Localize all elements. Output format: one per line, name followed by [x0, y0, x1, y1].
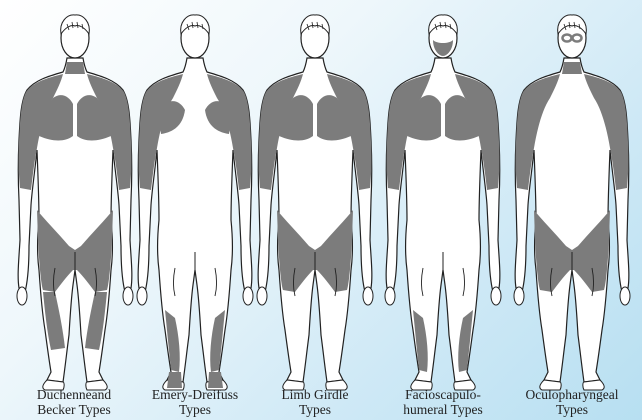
left-hand	[257, 287, 267, 305]
figure-oculopharyngeal	[514, 15, 630, 390]
left-hand	[137, 287, 147, 305]
caption-emery-dreifuss: Emery-Dreifuss Types	[131, 387, 259, 417]
neck-region	[65, 62, 85, 74]
right-hand	[243, 287, 253, 305]
caption-oculopharyngeal-line2: Types	[508, 402, 636, 417]
neck-region	[562, 62, 582, 74]
caption-emery-line2: Types	[131, 402, 259, 417]
figure-emery	[137, 15, 253, 390]
left-foot-region	[167, 372, 182, 388]
caption-duchenne-line2: Becker Types	[10, 402, 138, 417]
caption-oculopharyngeal: Oculopharyngeal Types	[508, 387, 636, 417]
caption-facioscapulohumeral: Facioscapulo- humeral Types	[379, 387, 507, 417]
caption-limb-girdle-line2: Types	[251, 402, 379, 417]
figure-facioscapulohumeral	[385, 15, 501, 390]
caption-duchenne: Duchenneand Becker Types	[10, 387, 138, 417]
caption-oculopharyngeal-line1: Oculopharyngeal	[508, 387, 636, 402]
figure-limb_girdle	[257, 15, 373, 390]
right-hand	[620, 287, 630, 305]
left-hand	[514, 287, 524, 305]
right-hand	[123, 287, 133, 305]
caption-fsh-line2: humeral Types	[379, 402, 507, 417]
caption-limb-girdle-line1: Limb Girdle	[251, 387, 379, 402]
left-hand	[17, 287, 27, 305]
caption-fsh-line1: Facioscapulo-	[379, 387, 507, 402]
caption-emery-line1: Emery-Dreifuss	[131, 387, 259, 402]
caption-duchenne-line1: Duchenneand	[10, 387, 138, 402]
right-foot-region	[208, 372, 223, 388]
figure-duchenne	[17, 15, 133, 390]
left-hand	[385, 287, 395, 305]
right-hand	[491, 287, 501, 305]
right-hand	[363, 287, 373, 305]
caption-limb-girdle: Limb Girdle Types	[251, 387, 379, 417]
